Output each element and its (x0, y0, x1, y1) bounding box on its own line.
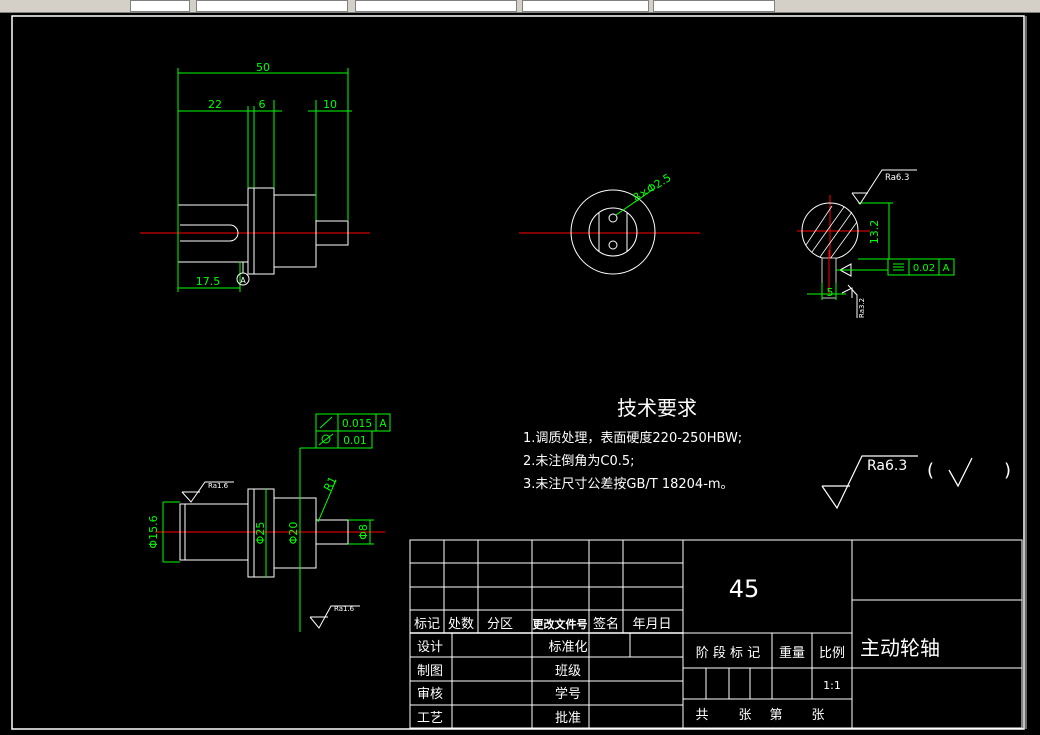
scale-header: 比例 (819, 646, 845, 661)
tech-item-2: 2.未注倒角为C0.5; (523, 454, 635, 469)
general-paren-open: ( (927, 460, 934, 481)
dim-b: 6 (259, 98, 266, 111)
layer-control[interactable] (130, 0, 190, 12)
sheet-border (11, 15, 1025, 730)
rev-header-doc: 更改文件号 (533, 617, 588, 631)
label-standard: 标准化 (548, 640, 587, 655)
section-view: 13.2 5 Ra6.3 0.02 A Ra3.2 (797, 169, 955, 318)
dia-8: Φ8 (357, 524, 370, 540)
tech-item-1: 1.调质处理，表面硬度220-250HBW; (523, 430, 742, 446)
weight-header: 重量 (779, 645, 805, 661)
label-approve: 批准 (555, 711, 581, 726)
tech-requirements: 技术要求 1.调质处理，表面硬度220-250HBW; 2.未注倒角为C0.5;… (523, 396, 742, 492)
general-roughness-label: Ra6.3 (867, 458, 907, 474)
dia-25: Φ25 (254, 522, 267, 545)
title-block-text: 45 主动轮轴 标记 处数 分区 更改文件号 签名 年月日 设计 制图 审核 工… (414, 575, 940, 726)
holes-label: 8×Φ2.5 (631, 171, 674, 204)
general-paren-close: ) (1004, 460, 1011, 481)
sheet-no-unit: 张 (811, 708, 824, 723)
section-tol-value: 0.02 (913, 263, 935, 274)
section-roughness-top: Ra6.3 (885, 173, 909, 183)
front-view: 50 22 6 10 17.5 A (140, 61, 370, 292)
section-roughness-bottom: Ra3.2 (858, 298, 866, 318)
rev-header-count: 处数 (448, 617, 474, 632)
label-process: 工艺 (417, 711, 443, 726)
lower-roughness-left: Ra1.6 (208, 482, 229, 490)
sheet-no-label: 第 (769, 708, 782, 723)
dim-total: 50 (256, 61, 270, 74)
label-student-id: 学号 (555, 686, 581, 702)
dim-a: 22 (208, 98, 222, 111)
end-view: 8×Φ2.5 (519, 171, 700, 275)
label-draw: 制图 (417, 664, 443, 679)
label-check: 审核 (417, 687, 443, 702)
datum-label: A (240, 276, 246, 285)
sheet-total-unit: 张 (738, 708, 751, 723)
runout-datum: A (379, 418, 387, 430)
title-block (409, 539, 1023, 729)
rev-header-mark: 标记 (414, 617, 440, 632)
dia-15-6: Φ15.6 (147, 515, 160, 548)
runout-value: 0.015 (342, 418, 372, 430)
tech-item-3: 3.未注尺寸公差按GB/T 18204-m。 (523, 477, 734, 492)
dim-d: 17.5 (196, 275, 221, 288)
rev-header-date: 年月日 (632, 617, 671, 632)
toolbar (0, 0, 1040, 13)
section-tol-datum: A (943, 263, 950, 274)
tech-title: 技术要求 (617, 396, 697, 420)
linetype-control[interactable] (196, 0, 348, 12)
drawing-canvas[interactable]: 50 22 6 10 17.5 A 8×Φ2.5 (0, 12, 1040, 735)
general-roughness: Ra6.3 ( ) (821, 455, 1011, 510)
radius-label: R1 (321, 474, 339, 493)
rev-header-zone: 分区 (487, 617, 513, 632)
material-label: 45 (729, 575, 760, 603)
part-name: 主动轮轴 (860, 636, 940, 660)
drawing-sheet: 50 22 6 10 17.5 A 8×Φ2.5 (11, 15, 1027, 730)
scale-value: 1:1 (823, 679, 841, 692)
label-design: 设计 (417, 640, 443, 655)
color-control[interactable] (522, 0, 649, 12)
section-dim-width: 5 (827, 286, 834, 299)
cyl-value: 0.01 (343, 435, 366, 447)
rev-header-sign: 签名 (593, 616, 619, 632)
section-dim-height: 13.2 (868, 220, 881, 245)
dim-c: 10 (323, 98, 337, 111)
sheet-total-label: 共 (695, 708, 708, 723)
stage-header: 阶 段 标 记 (696, 646, 760, 661)
dia-20: Φ20 (287, 522, 300, 545)
lower-roughness-bottom: Ra1.6 (334, 605, 355, 613)
lower-view: Φ15.6 Φ25 Φ20 Φ8 R1 0.015 A 0.01 Ra1.6 R… (147, 413, 391, 632)
label-class: 班级 (555, 664, 581, 679)
lineweight-control[interactable] (355, 0, 517, 12)
plotstyle-control[interactable] (653, 0, 775, 12)
